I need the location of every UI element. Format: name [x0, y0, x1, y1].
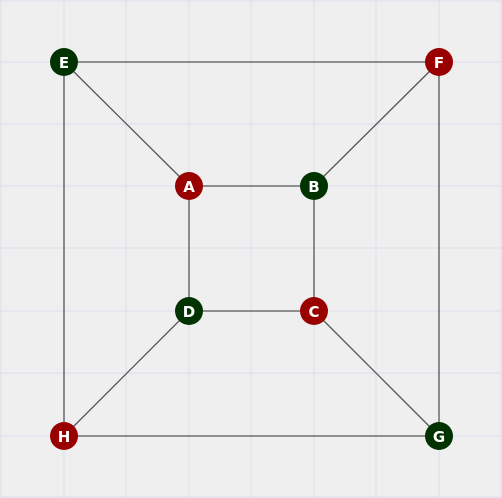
node-group: E F A B D C H G [50, 48, 453, 450]
node-circle-D [175, 297, 203, 325]
node-F: F [425, 48, 453, 76]
node-label-B: B [308, 178, 319, 196]
node-C: C [300, 297, 328, 325]
edge-group [63, 61, 440, 437]
node-circle-B [300, 172, 328, 200]
node-label-A: A [183, 178, 195, 196]
node-label-E: E [59, 54, 69, 72]
node-label-H: H [58, 428, 71, 446]
node-circle-E [50, 48, 78, 76]
edge-E-A [63, 61, 190, 187]
node-A: A [175, 172, 203, 200]
node-label-G: G [433, 428, 445, 446]
edge-F-B [313, 61, 440, 187]
node-B: B [300, 172, 328, 200]
node-circle-C [300, 297, 328, 325]
node-H: H [50, 422, 78, 450]
node-label-D: D [183, 303, 195, 321]
node-label-F: F [434, 54, 444, 72]
node-circle-A [175, 172, 203, 200]
node-circle-H [50, 422, 78, 450]
node-circle-F [425, 48, 453, 76]
edge-C-G [313, 310, 440, 437]
node-D: D [175, 297, 203, 325]
node-G: G [425, 422, 453, 450]
node-E: E [50, 48, 78, 76]
edge-D-H [63, 310, 190, 437]
node-label-C: C [308, 303, 319, 321]
node-circle-G [425, 422, 453, 450]
